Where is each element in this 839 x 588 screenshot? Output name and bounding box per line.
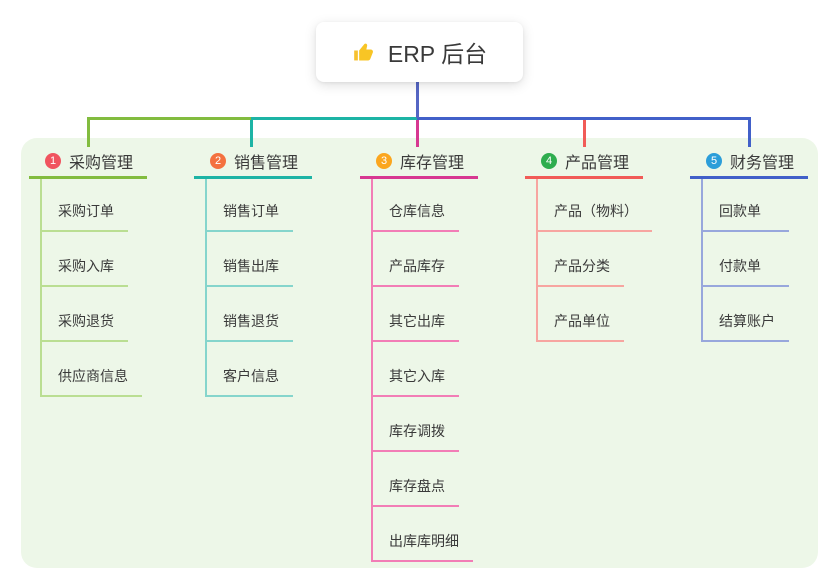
child-node-label: 采购入库 — [58, 258, 114, 274]
connector-drop-branch-3 — [416, 119, 419, 147]
child-node-label: 回款单 — [719, 203, 761, 219]
branch-underline — [194, 176, 312, 179]
branch-number-badge: 2 — [210, 153, 226, 169]
child-node[interactable]: 库存盘点 — [373, 452, 459, 507]
child-node[interactable]: 供应商信息 — [42, 342, 142, 397]
branch-node-label: 库存管理 — [400, 155, 465, 172]
branch-node-purchase[interactable]: 1 采购管理 — [29, 146, 147, 176]
branch-children: 仓库信息 产品库存 其它出库 其它入库 库存调拨 库存盘点 出库库明细 — [371, 179, 478, 562]
connector-horizontal-branch-5 — [417, 117, 750, 120]
child-node[interactable]: 其它出库 — [373, 287, 459, 342]
child-node-label: 结算账户 — [719, 313, 775, 329]
child-node[interactable]: 销售退货 — [207, 287, 293, 342]
child-node-label: 产品分类 — [554, 258, 610, 274]
branch-children: 回款单 付款单 结算账户 — [701, 179, 808, 342]
branch-underline — [29, 176, 147, 179]
child-node[interactable]: 采购订单 — [42, 179, 128, 232]
mindmap-background-panel — [21, 138, 818, 568]
connector-drop-branch-1 — [87, 117, 90, 147]
connector-drop-branch-5 — [748, 117, 751, 147]
branch-underline — [690, 176, 808, 179]
branch-node-label: 销售管理 — [234, 155, 299, 172]
child-node[interactable]: 销售出库 — [207, 232, 293, 287]
child-node-label: 销售退货 — [223, 313, 279, 329]
child-node-label: 销售出库 — [223, 258, 279, 274]
child-node-label: 采购订单 — [58, 203, 114, 219]
branch-underline — [525, 176, 643, 179]
child-node[interactable]: 回款单 — [703, 179, 789, 232]
branch-node-finance[interactable]: 5 财务管理 — [690, 146, 808, 176]
child-node[interactable]: 客户信息 — [207, 342, 293, 397]
connector-root-vertical — [416, 82, 419, 118]
child-node-label: 出库库明细 — [389, 533, 459, 549]
branch-children: 产品（物料） 产品分类 产品单位 — [536, 179, 652, 342]
branch-node-product[interactable]: 4 产品管理 — [525, 146, 643, 176]
branch-node-sales[interactable]: 2 销售管理 — [194, 146, 312, 176]
branch-number-badge: 4 — [541, 153, 557, 169]
root-node[interactable]: ERP 后台 — [316, 22, 523, 82]
child-node-label: 产品库存 — [389, 258, 445, 274]
branch-purchase: 1 采购管理 采购订单 采购入库 采购退货 供应商信息 — [29, 146, 147, 397]
connector-drop-branch-2 — [250, 117, 253, 147]
child-node-label: 产品（物料） — [554, 203, 638, 219]
child-node-label: 其它入库 — [389, 368, 445, 384]
child-node-label: 客户信息 — [223, 368, 279, 384]
branch-finance: 5 财务管理 回款单 付款单 结算账户 — [690, 146, 808, 342]
child-node[interactable]: 结算账户 — [703, 287, 789, 342]
branch-number-badge: 5 — [706, 153, 722, 169]
child-node[interactable]: 销售订单 — [207, 179, 293, 232]
child-node[interactable]: 采购退货 — [42, 287, 128, 342]
branch-sales: 2 销售管理 销售订单 销售出库 销售退货 客户信息 — [194, 146, 312, 397]
connector-horizontal-branch-2 — [251, 117, 417, 120]
child-node[interactable]: 产品库存 — [373, 232, 459, 287]
child-node-label: 其它出库 — [389, 313, 445, 329]
branch-node-label: 产品管理 — [565, 155, 630, 172]
child-node[interactable]: 库存调拨 — [373, 397, 459, 452]
child-node-label: 仓库信息 — [389, 203, 445, 219]
branch-number-badge: 1 — [45, 153, 61, 169]
child-node[interactable]: 仓库信息 — [373, 179, 459, 232]
child-node-label: 库存调拨 — [389, 423, 445, 439]
child-node[interactable]: 其它入库 — [373, 342, 459, 397]
child-node[interactable]: 采购入库 — [42, 232, 128, 287]
child-node-label: 库存盘点 — [389, 478, 445, 494]
thumbs-up-icon — [352, 39, 378, 65]
child-node-label: 采购退货 — [58, 313, 114, 329]
branch-children: 销售订单 销售出库 销售退货 客户信息 — [205, 179, 312, 397]
branch-children: 采购订单 采购入库 采购退货 供应商信息 — [40, 179, 147, 397]
child-node[interactable]: 付款单 — [703, 232, 789, 287]
branch-number-badge: 3 — [376, 153, 392, 169]
branch-node-label: 采购管理 — [69, 155, 134, 172]
branch-node-inventory[interactable]: 3 库存管理 — [360, 146, 478, 176]
branch-inventory: 3 库存管理 仓库信息 产品库存 其它出库 其它入库 库存调拨 库存盘点 出库库… — [360, 146, 478, 562]
branch-product: 4 产品管理 产品（物料） 产品分类 产品单位 — [525, 146, 652, 342]
child-node[interactable]: 出库库明细 — [373, 507, 473, 562]
branch-node-label: 财务管理 — [730, 155, 795, 172]
child-node-label: 供应商信息 — [58, 368, 128, 384]
child-node-label: 付款单 — [719, 258, 761, 274]
child-node-label: 销售订单 — [223, 203, 279, 219]
child-node[interactable]: 产品（物料） — [538, 179, 652, 232]
connector-drop-branch-4 — [583, 119, 586, 147]
root-node-label: ERP 后台 — [387, 41, 488, 67]
child-node[interactable]: 产品分类 — [538, 232, 624, 287]
child-node[interactable]: 产品单位 — [538, 287, 624, 342]
connector-horizontal-branch-1 — [87, 117, 251, 120]
branch-underline — [360, 176, 478, 179]
child-node-label: 产品单位 — [554, 313, 610, 329]
